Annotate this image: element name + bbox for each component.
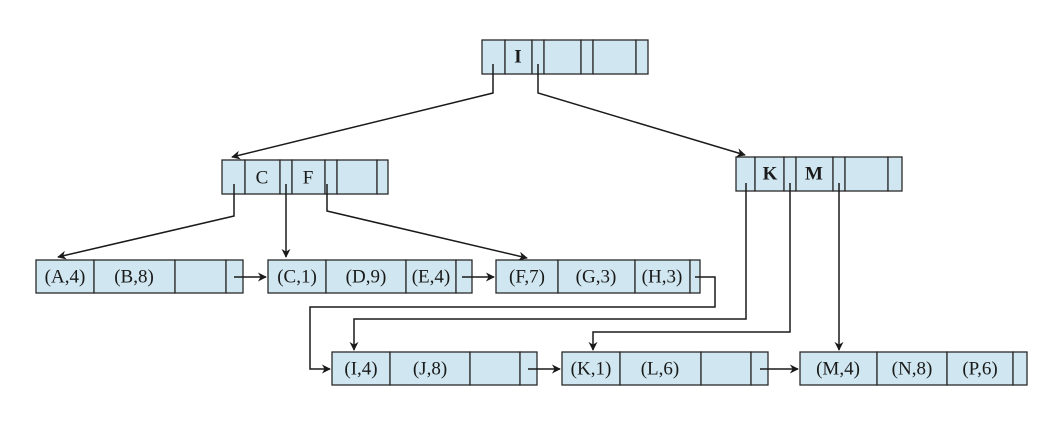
leaf-4-entry-cell-2 [469,351,521,386]
leaf-node-3: (F,7) (G,3) (H,3) [495,259,701,294]
internal-right-key-cell-1 [795,156,834,192]
root-node: I [481,39,649,75]
leaf-3-entry-cell-1 [557,259,636,294]
leaf-4-entry-0: (I,4) [344,359,377,380]
internal-node-left: C F [221,159,389,195]
edge-right-internal-to-leaf-4 [349,183,747,351]
internal-right-key-k: K [763,164,778,185]
leaf-2-entry-1: (D,9) [346,267,387,288]
leaf-4-entry-1: (J,8) [413,359,447,380]
internal-left-key-cell-0 [244,159,281,195]
leaf-6-entry-cell-0 [799,351,878,386]
root-key-cell-2 [592,39,637,75]
leaf-2-entry-cell-1 [325,259,407,294]
internal-left-key-cell-1 [291,159,326,195]
internal-right-pointer-3 [887,156,903,192]
leaf-4-entry-cell-0 [331,351,391,386]
edge-left-internal-to-leaf-1 [57,184,235,260]
root-pointer-2 [580,39,594,75]
root-key-cell-1 [543,39,582,75]
leaf-1-entry-cell-2 [174,259,227,294]
leaf-2-entry-cell-0 [267,259,327,294]
leaf-5-entry-cell-1 [619,351,702,386]
edge-root-to-right-internal [537,64,746,157]
leaf-2-entry-cell-2 [405,259,457,294]
root-pointer-3 [635,39,649,75]
leaf-2-entry-2: (E,4) [412,267,451,288]
leaf-4-entry-cell-1 [389,351,471,386]
leaf-5-entry-1: (L,6) [641,359,680,380]
leaf-5-entry-cell-2 [700,351,752,386]
root-key-label: I [514,47,521,68]
leaf-3-entry-cell-2 [634,259,691,294]
internal-left-key-f: F [303,168,314,189]
internal-right-key-cell-0 [754,156,785,192]
edge-left-internal-to-leaf-3 [326,184,528,261]
leaf-6-entry-0: (M,4) [816,359,860,380]
leaf-3-entry-0: (F,7) [509,267,545,288]
leaf-5-entry-0: (K,1) [571,359,612,380]
leaf-node-2: (C,1) (D,9) (E,4) [267,259,473,294]
internal-left-pointer-3 [376,159,389,195]
leaf-node-6: (M,4) (N,8) (P,6) [799,351,1028,386]
leaf-6-entry-1: (N,8) [892,359,933,380]
internal-left-key-cell-2 [336,159,378,195]
edge-right-internal-to-leaf-5 [588,183,791,351]
leaf-3-entry-2: (H,3) [642,267,683,288]
leaf-1-entry-cell-0 [35,259,95,294]
sibling-pointer-leaf-3-to-4 [309,276,716,374]
root-key-cell-0 [504,39,533,75]
internal-left-key-c: C [256,168,269,189]
edge-root-to-left-internal [231,64,494,160]
leaf-1-entry-0: (A,4) [45,267,86,288]
leaf-3-entry-1: (G,3) [576,267,617,288]
leaf-2-entry-0: (C,1) [277,267,317,288]
leaf-node-5: (K,1) (L,6) [561,351,769,386]
internal-node-right: K M [735,156,903,192]
leaf-6-entry-2: (P,6) [962,359,997,380]
leaf-node-1: (A,4) (B,8) [35,259,244,294]
internal-right-key-m: M [805,164,823,185]
leaf-1-entry-1: (B,8) [114,267,154,288]
leaf-6-next-pointer [1012,351,1028,386]
leaf-node-4: (I,4) (J,8) [331,351,538,386]
internal-right-key-cell-2 [844,156,889,192]
